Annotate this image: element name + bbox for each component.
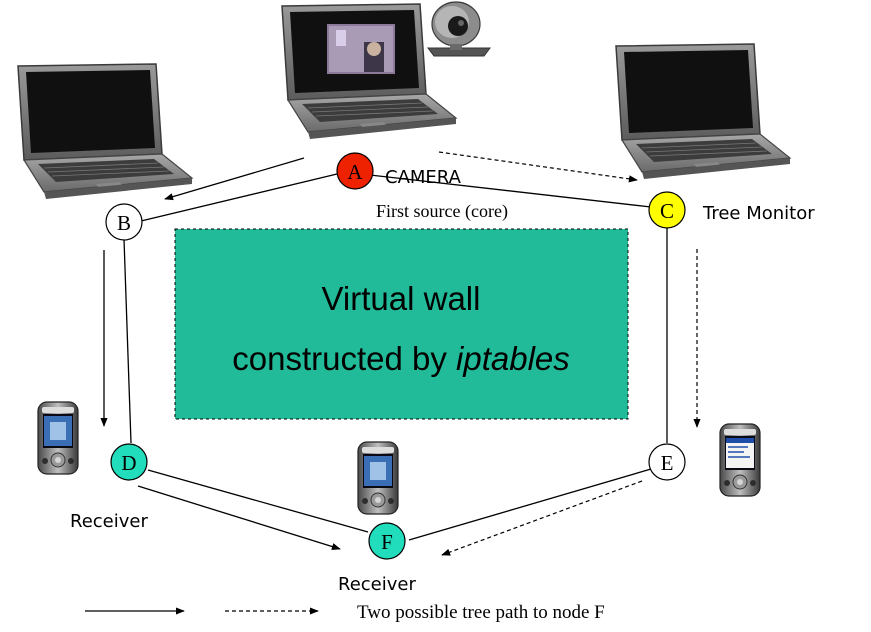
edge-d-f — [147, 469, 369, 533]
edge-a-b — [140, 173, 338, 222]
legend: Two possible tree path to node F — [85, 602, 605, 623]
node-f-label: F — [381, 530, 393, 554]
node-c-label: C — [660, 199, 674, 223]
receiver-f-label: Receiver — [338, 574, 416, 595]
node-b: B — [105, 203, 143, 241]
laptop-icon — [17, 63, 193, 200]
node-d: D — [110, 443, 148, 481]
node-e: E — [648, 443, 686, 481]
node-a-label: A — [347, 160, 363, 184]
receiver-d-label: Receiver — [70, 511, 148, 532]
pda-icon — [357, 441, 399, 515]
node-e-label: E — [661, 451, 674, 475]
camera-label: CAMERA — [385, 167, 462, 188]
solid-arrow-d-to-f — [137, 485, 341, 551]
node-c: C — [648, 191, 686, 229]
edge-e-f — [408, 468, 652, 541]
edge-a-c — [369, 174, 652, 208]
wall-subtitle: constructed by iptables — [232, 340, 570, 377]
node-f: F — [368, 522, 406, 560]
first-source-label: First source (core) — [376, 201, 508, 222]
solid-arrow-a-to-b — [164, 157, 305, 201]
webcam-icon — [427, 1, 491, 57]
laptop-icon — [281, 3, 457, 140]
laptop-icon — [615, 43, 791, 180]
node-d-label: D — [121, 451, 136, 475]
tree-edges — [123, 173, 668, 541]
node-a: A — [336, 152, 374, 190]
tree-monitor-label: Tree Monitor — [702, 203, 815, 224]
node-b-label: B — [117, 211, 131, 235]
dashed-arrow-a-to-c — [438, 151, 638, 183]
edge-b-d — [123, 238, 132, 444]
pda-icon — [37, 401, 79, 475]
solid-path-arrows — [100, 157, 341, 551]
legend-caption: Two possible tree path to node F — [357, 602, 605, 623]
virtual-wall — [174, 228, 629, 420]
dashed-arrow-e-to-f — [441, 480, 643, 556]
wall-title: Virtual wall — [322, 280, 481, 317]
pda-icon — [719, 423, 761, 497]
dashed-path-arrows — [438, 151, 701, 556]
